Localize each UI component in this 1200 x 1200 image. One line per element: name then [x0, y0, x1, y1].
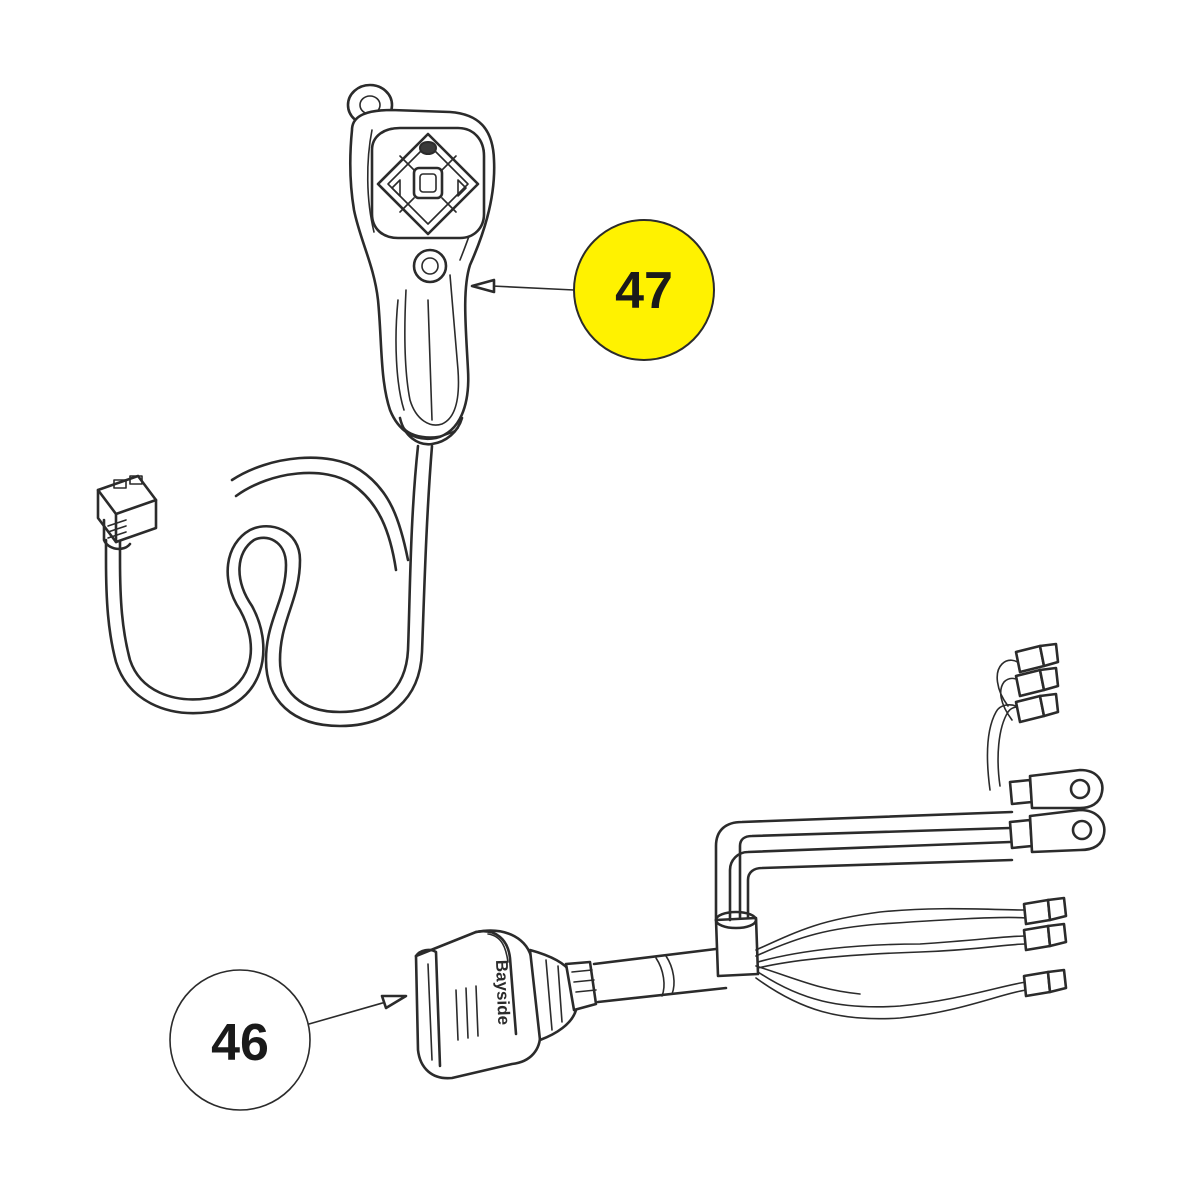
callout-47-bubble — [573, 219, 715, 361]
wired-remote-control[interactable] — [96, 83, 496, 728]
callout-46[interactable]: 46 — [169, 969, 408, 1111]
spade-terminal-lower-1 — [1022, 896, 1068, 926]
callout-46-label: 46 — [211, 1014, 269, 1072]
spade-terminal-lower-3 — [1022, 968, 1068, 998]
spade-terminal-upper-2 — [1014, 666, 1060, 698]
spade-terminal-upper-3 — [1014, 692, 1060, 724]
harness-connector-boot — [528, 948, 598, 1042]
winch-in-arrow-icon[interactable] — [391, 179, 401, 197]
remote-trigger-button[interactable] — [412, 248, 448, 284]
control-wiring-harness[interactable]: Bayside — [414, 642, 1106, 1080]
power-button-icon[interactable] — [418, 141, 438, 155]
callout-47[interactable]: 47 — [470, 219, 715, 361]
harness-signal-wires-lower — [755, 907, 1027, 1020]
ring-terminal-lower — [1008, 808, 1106, 854]
spade-terminal-lower-2 — [1022, 922, 1068, 952]
spade-terminal-upper-1 — [1014, 642, 1060, 674]
harness-main-sheath — [592, 910, 760, 1004]
remote-cable — [104, 444, 434, 728]
remote-plug-connector — [96, 474, 158, 551]
remote-keypad — [370, 126, 486, 240]
callout-46-bubble — [169, 969, 311, 1111]
svg-text:Bayside: Bayside — [492, 959, 513, 1025]
harness-power-cables — [714, 810, 1014, 922]
harness-main-connector — [414, 929, 542, 1080]
ring-terminal-upper — [1008, 768, 1104, 810]
callout-47-label: 47 — [615, 262, 673, 320]
harness-brand-label: Bayside — [492, 959, 513, 1025]
winch-out-arrow-icon[interactable] — [457, 179, 467, 197]
